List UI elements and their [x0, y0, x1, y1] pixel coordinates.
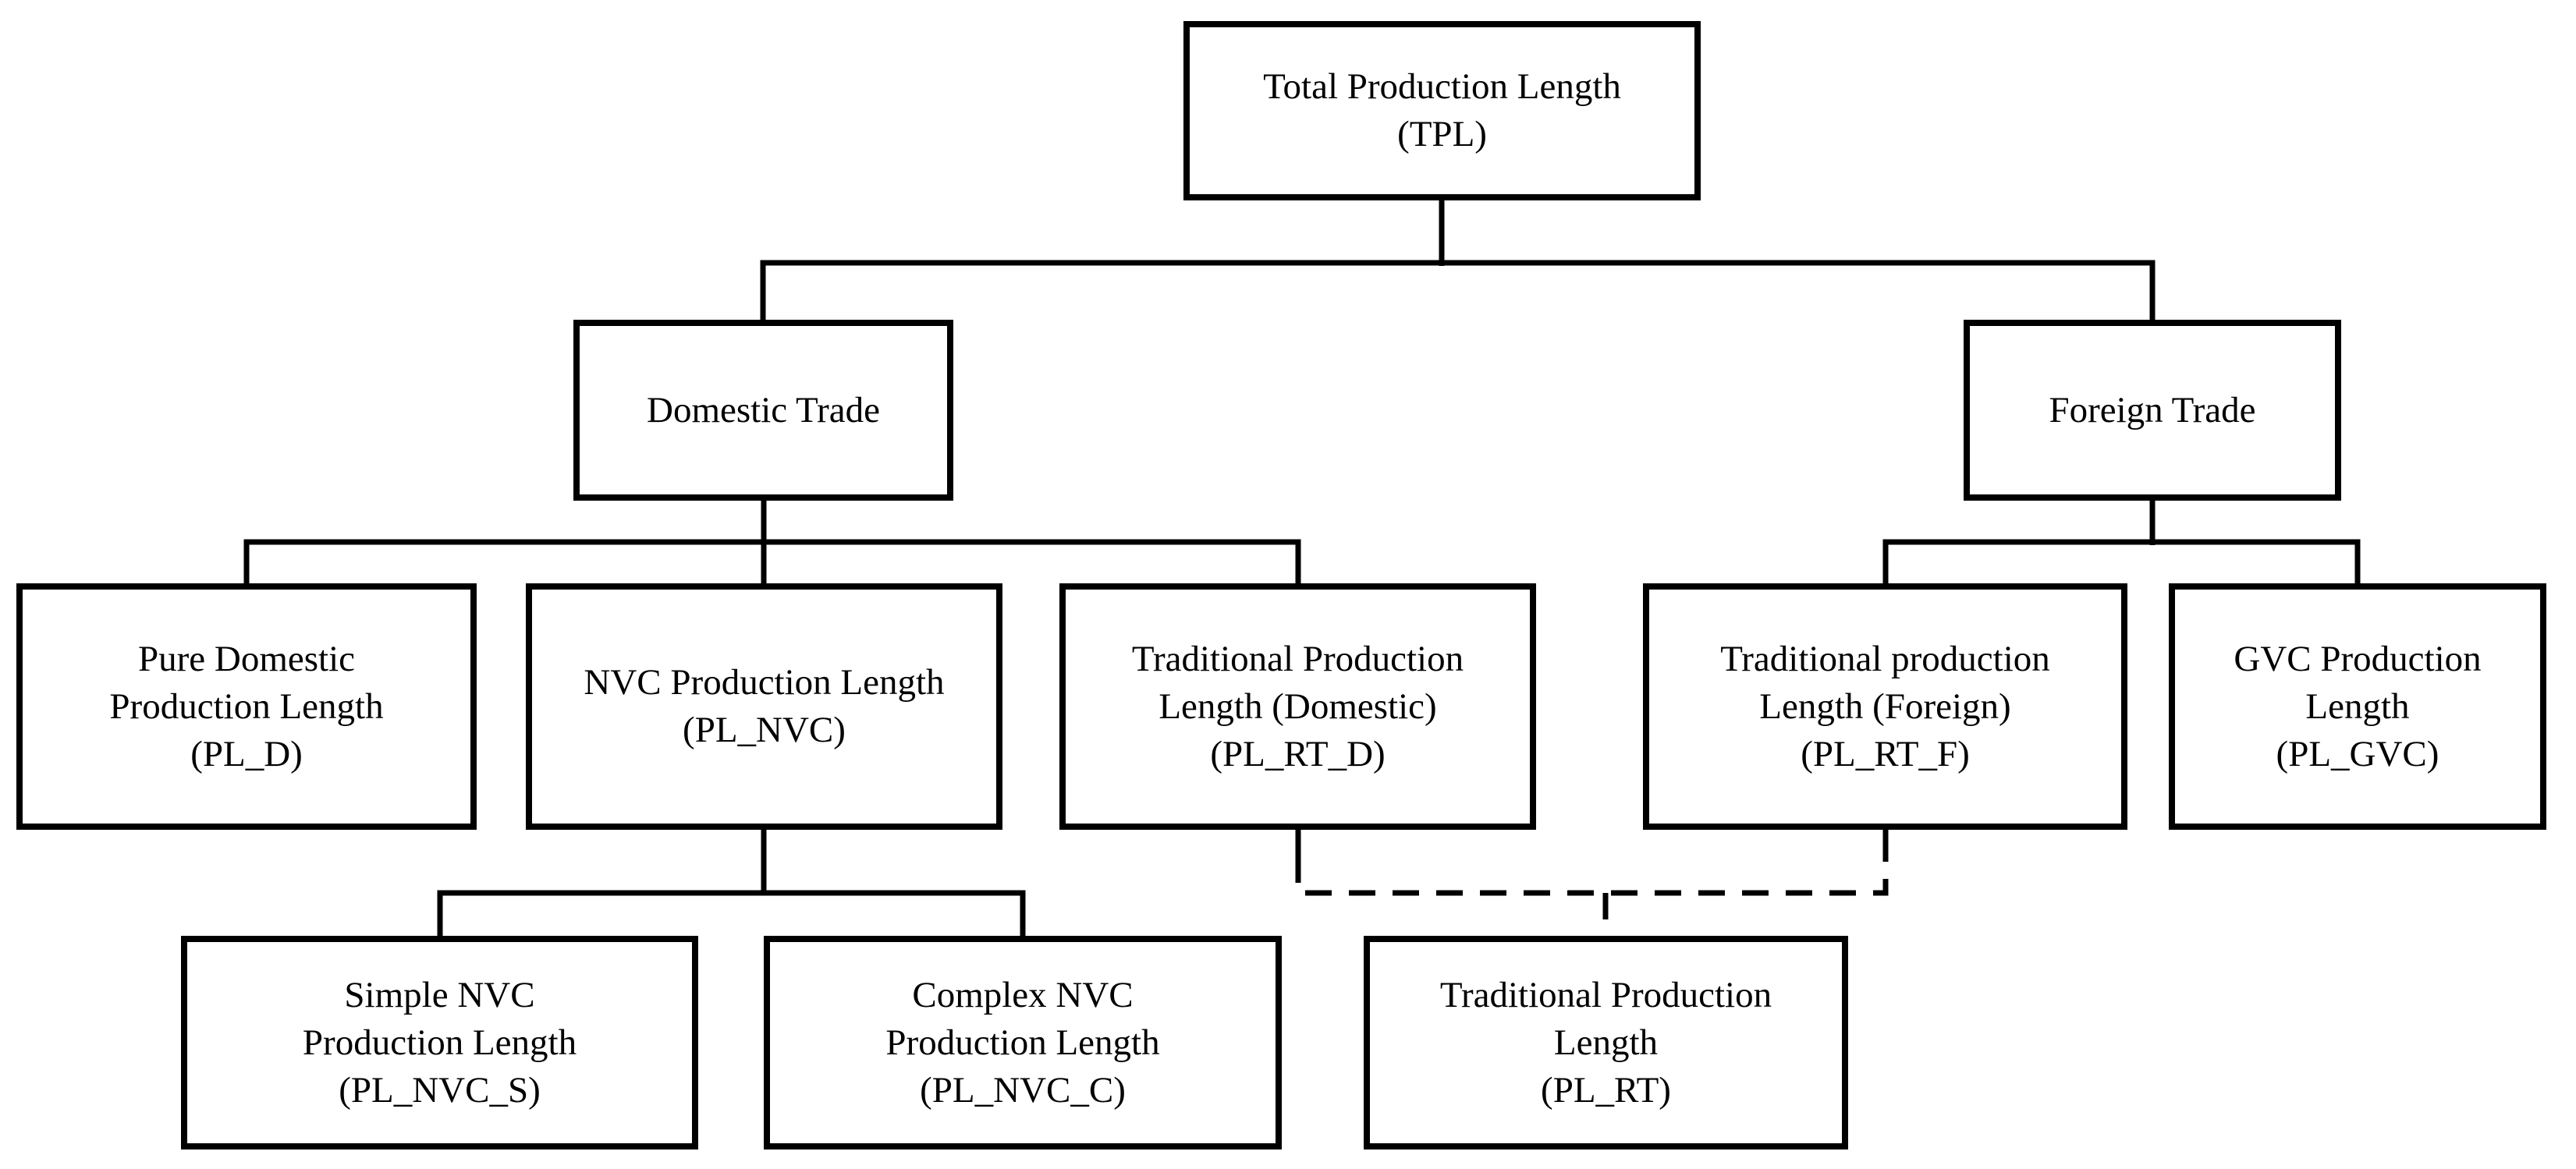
node-label-line: Length (Domestic): [1158, 685, 1437, 727]
node-label-line: Length (Foreign): [1759, 685, 2011, 727]
node-label-line: Complex NVC: [912, 974, 1134, 1015]
node-domestic-trade: Domestic Trade: [573, 320, 953, 501]
node-label-line: Pure Domestic: [137, 638, 356, 679]
node-label-line: Production Length: [109, 685, 384, 727]
node-label-line: (PL_RT_D): [1210, 733, 1386, 774]
node-simple-nvc-production-length: Simple NVC Production Length (PL_NVC_S): [181, 936, 698, 1150]
node-traditional-production-length: Traditional Production Length (PL_RT): [1364, 936, 1848, 1150]
node-label-line: GVC Production: [2234, 638, 2482, 679]
connector-foreign-children: [1882, 501, 2361, 583]
node-traditional-production-length-domestic: Traditional Production Length (Domestic)…: [1059, 583, 1536, 830]
node-nvc-production-length: NVC Production Length (PL_NVC): [526, 583, 1002, 830]
node-foreign-trade: Foreign Trade: [1964, 320, 2341, 501]
node-label-line: Total Production Length: [1263, 66, 1621, 107]
connector-rt-stubs: [1295, 830, 1889, 856]
node-label-line: NVC Production Length: [584, 662, 945, 703]
connector-rt-dashed: [1295, 856, 1889, 936]
node-label-line: (PL_RT_F): [1801, 733, 1970, 774]
node-label-line: (PL_GVC): [2276, 733, 2439, 774]
node-label-line: (PL_RT): [1541, 1069, 1671, 1111]
node-gvc-production-length: GVC Production Length (PL_GVC): [2169, 583, 2546, 830]
node-complex-nvc-production-length: Complex NVC Production Length (PL_NVC_C): [764, 936, 1282, 1150]
node-label-line: Traditional production: [1720, 638, 2050, 679]
node-label-line: Production Length: [302, 1022, 577, 1063]
node-label-line: Foreign Trade: [2049, 389, 2256, 430]
node-label-line: Traditional Production: [1439, 974, 1772, 1015]
node-pure-domestic-production-length: Pure Domestic Production Length (PL_D): [16, 583, 477, 830]
node-label-line: Traditional Production: [1131, 638, 1464, 679]
node-label-line: Production Length: [885, 1022, 1160, 1063]
connector-domestic-children: [243, 501, 1301, 583]
node-label-line: Simple NVC: [344, 974, 535, 1015]
node-label-line: (PL_NVC): [683, 710, 846, 750]
node-label-line: (PL_NVC_C): [920, 1069, 1126, 1111]
node-label-line: (PL_NVC_S): [339, 1069, 541, 1111]
node-label-line: Length: [1553, 1022, 1659, 1063]
connector-tpl-to-trade: [760, 200, 2156, 321]
node-label-line: (PL_D): [190, 733, 303, 774]
node-total-production-length: Total Production Length (TPL): [1183, 21, 1701, 200]
connector-nvc-children: [437, 830, 1026, 936]
node-label-line: Length: [2305, 685, 2410, 727]
node-traditional-production-length-foreign: Traditional production Length (Foreign) …: [1643, 583, 2127, 830]
node-label-line: Domestic Trade: [647, 389, 880, 430]
node-label-line: (TPL): [1397, 114, 1487, 154]
